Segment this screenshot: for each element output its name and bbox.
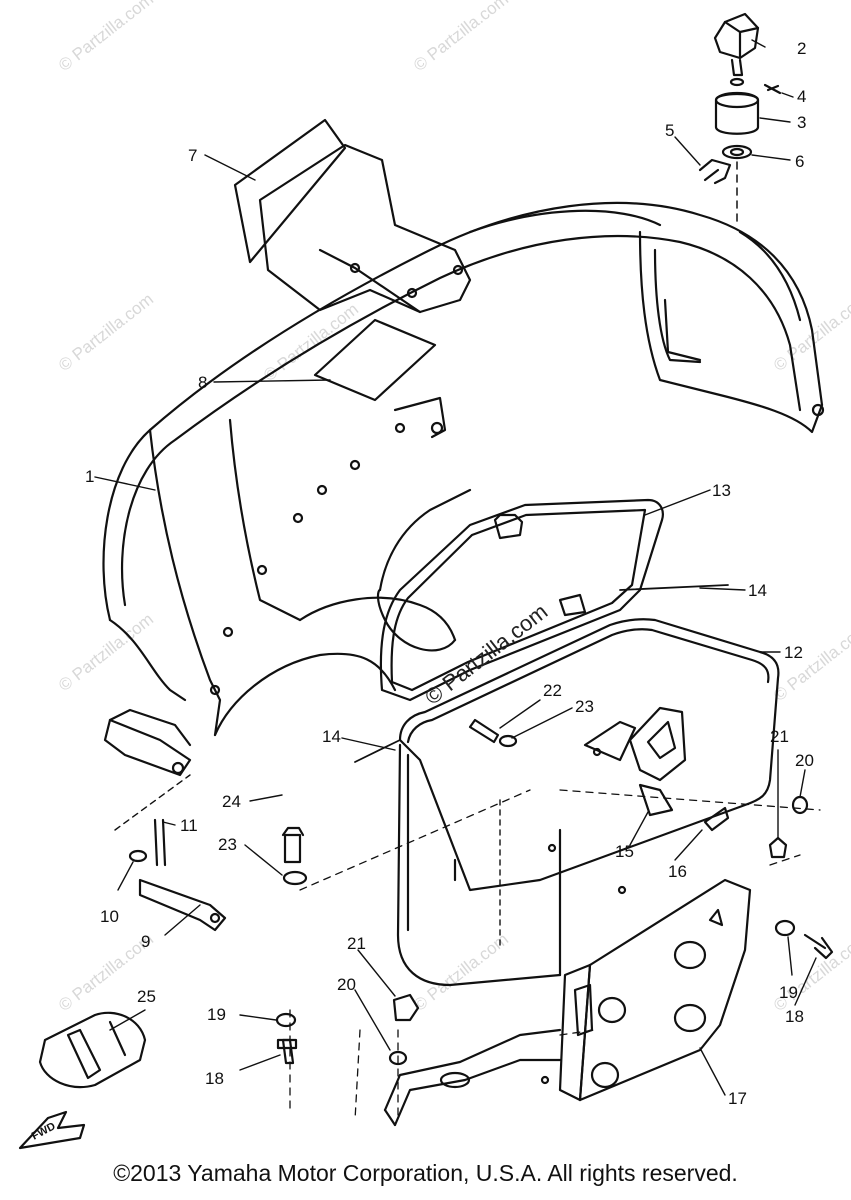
callout-20-right: 20 [795,751,814,770]
callout-6: 6 [795,152,805,171]
callout-18-right: 18 [785,1007,804,1026]
callout-14-left: 14 [322,727,341,746]
callout-9: 9 [141,932,151,951]
lid-gasket [379,498,664,702]
callout-10: 10 [100,907,119,926]
callout-25: 25 [137,987,156,1006]
hardware [275,718,834,1066]
mounting-bracket [383,878,752,1127]
callout-21-bottom: 21 [347,934,366,953]
callout-23-left: 23 [218,835,237,854]
callout-11: 11 [180,816,198,835]
callout-23-top: 23 [575,697,594,716]
callout-16: 16 [668,862,687,881]
callout-17: 17 [728,1089,747,1108]
callout-2: 2 [797,39,807,58]
callout-1: 1 [85,467,95,486]
callout-19-right: 19 [779,983,798,1002]
callout-22: 22 [543,681,562,700]
exploded-parts-diagram: FWD [18,12,834,1150]
saddlebag-box [396,618,780,987]
small-bracket [114,774,227,932]
callout-8: 8 [198,373,208,392]
callout-19-left: 19 [207,1005,226,1024]
callout-18-left: 18 [205,1069,224,1088]
callout-21-right: 21 [770,727,789,746]
rear-fender [102,201,825,777]
callout-4: 4 [797,87,807,106]
fwd-arrow: FWD [18,1110,86,1150]
callout-3: 3 [797,113,807,132]
strap-grommet [38,1011,147,1089]
callout-5: 5 [665,121,675,140]
mud-flap [233,118,472,314]
alignment-lines [289,789,821,1121]
callout-15: 15 [615,842,634,861]
callout-14-top: 14 [748,581,767,600]
hinge-rods [354,584,729,763]
knob-assembly [698,12,782,226]
callout-12: 12 [784,643,803,662]
callout-7: 7 [188,146,198,165]
callout-20-bottom: 20 [337,975,356,994]
emblem-plate [313,318,437,402]
callout-13: 13 [712,481,731,500]
callout-24: 24 [222,792,241,811]
copyright-notice: ©2013 Yamaha Motor Corporation, U.S.A. A… [113,1160,738,1186]
leader-lines [94,39,817,1096]
